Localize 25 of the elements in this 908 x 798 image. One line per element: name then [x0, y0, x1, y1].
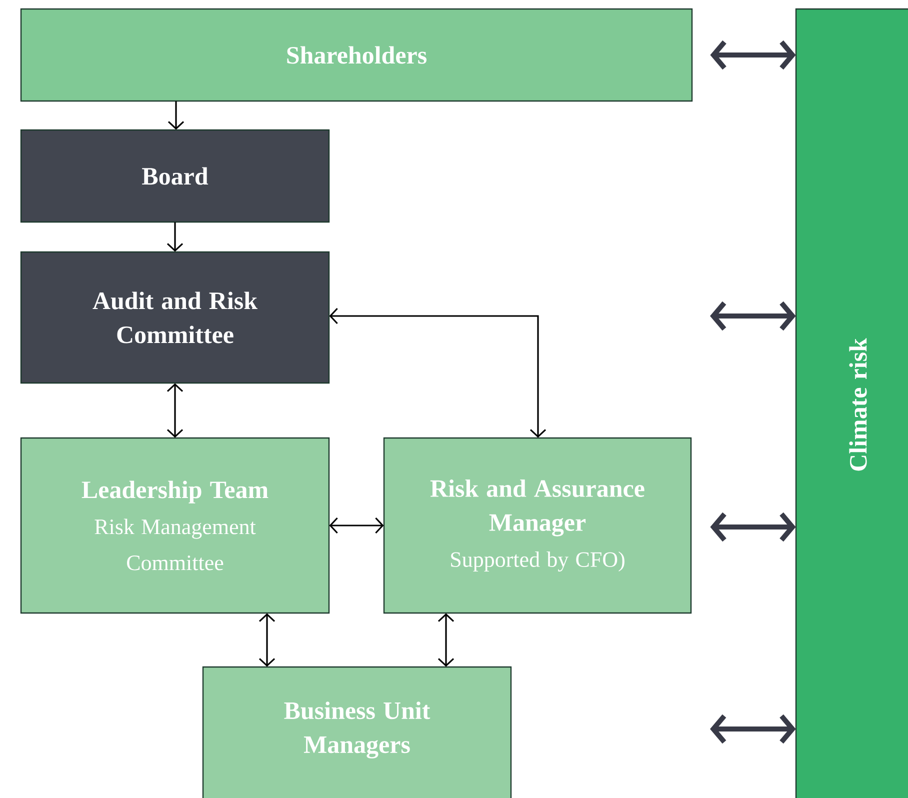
- box: [20, 8, 693, 102]
- box: [795, 8, 908, 798]
- arrow: [710, 512, 796, 542]
- box: [202, 666, 512, 798]
- arrow: [258, 613, 276, 667]
- box: [383, 437, 692, 614]
- arrow: [438, 613, 454, 667]
- box-label: Risk and Assurance Manager Supported by CFO): [430, 479, 644, 572]
- arrow: [710, 714, 796, 744]
- arrow: [710, 301, 796, 331]
- box-label: Audit and Risk Committee: [92, 292, 258, 344]
- box-label: Leadership Team Risk Management Committee: [82, 480, 268, 570]
- arrow: [710, 40, 796, 70]
- box-label: Business Unit Managers: [284, 702, 430, 758]
- box: [20, 251, 330, 384]
- arrow: [329, 308, 546, 438]
- box-label: Climate risk: [849, 338, 867, 471]
- arrow: [166, 383, 184, 438]
- arrow: [166, 222, 184, 252]
- box-label: Shareholders: [287, 46, 426, 64]
- box: [20, 129, 330, 223]
- box-label: Board: [142, 167, 208, 185]
- arrow: [329, 517, 384, 534]
- arrow: [168, 101, 184, 130]
- box: [20, 437, 330, 614]
